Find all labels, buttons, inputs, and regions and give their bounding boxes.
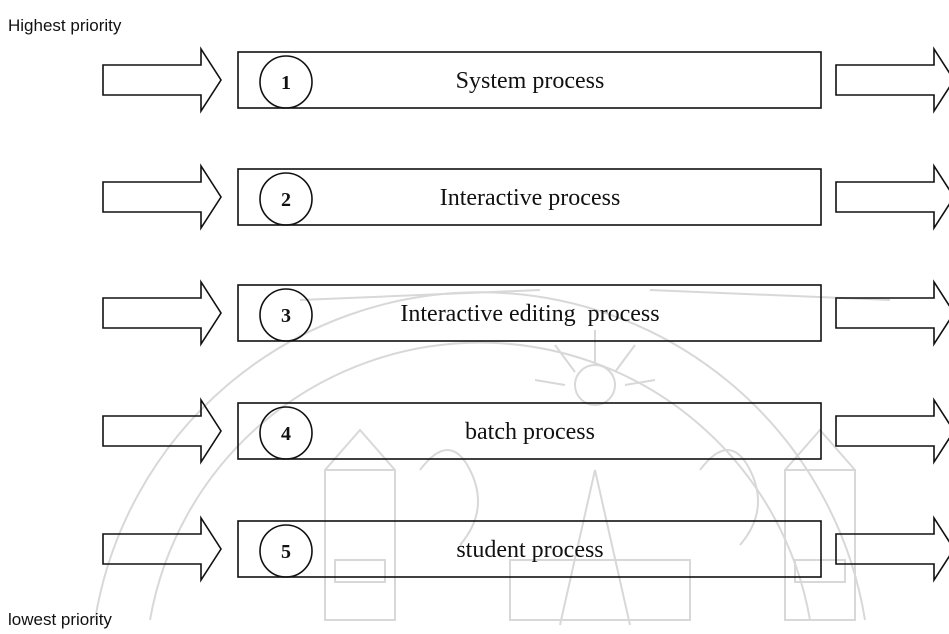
queue-row: 5 student process — [102, 515, 949, 583]
incoming-arrow-icon — [102, 163, 222, 231]
priority-number: 3 — [281, 305, 291, 327]
priority-number-circle — [259, 524, 313, 578]
outgoing-arrow-icon — [835, 46, 949, 114]
queue-label: System process — [456, 68, 605, 94]
outgoing-arrow-icon — [835, 397, 949, 465]
outgoing-arrow-icon — [835, 163, 949, 231]
incoming-arrow-icon — [102, 46, 222, 114]
queue-row: 4 batch process — [102, 397, 949, 465]
priority-number-circle — [259, 288, 313, 342]
priority-number: 4 — [281, 423, 291, 445]
queue-row: 1 System process — [102, 46, 949, 114]
outgoing-arrow-icon — [835, 515, 949, 583]
priority-number-circle — [259, 172, 313, 226]
priority-number: 5 — [281, 541, 291, 563]
queue-box — [237, 51, 822, 109]
queue-label: batch process — [465, 419, 595, 445]
queue-box — [237, 284, 822, 342]
priority-number-circle — [259, 55, 313, 109]
highest-priority-label: Highest priority — [8, 16, 122, 35]
queue-box — [237, 168, 822, 226]
queue-box — [237, 520, 822, 578]
priority-number: 2 — [281, 189, 291, 211]
priority-number-circle — [259, 406, 313, 460]
lowest-priority-label: lowest priority — [8, 610, 112, 629]
queue-rows: 1 System process 2 Interactive process 3 Inte… — [102, 46, 949, 583]
incoming-arrow-icon — [102, 397, 222, 465]
queue-row: 3 Interactive editing process — [102, 279, 949, 347]
queue-box — [237, 402, 822, 460]
queue-label: Interactive editing process — [400, 301, 659, 327]
queue-label: student process — [456, 537, 603, 563]
outgoing-arrow-icon — [835, 279, 949, 347]
queue-label: Interactive process — [440, 185, 621, 211]
incoming-arrow-icon — [102, 279, 222, 347]
priority-number: 1 — [281, 72, 291, 94]
incoming-arrow-icon — [102, 515, 222, 583]
queue-row: 2 Interactive process — [102, 163, 949, 231]
